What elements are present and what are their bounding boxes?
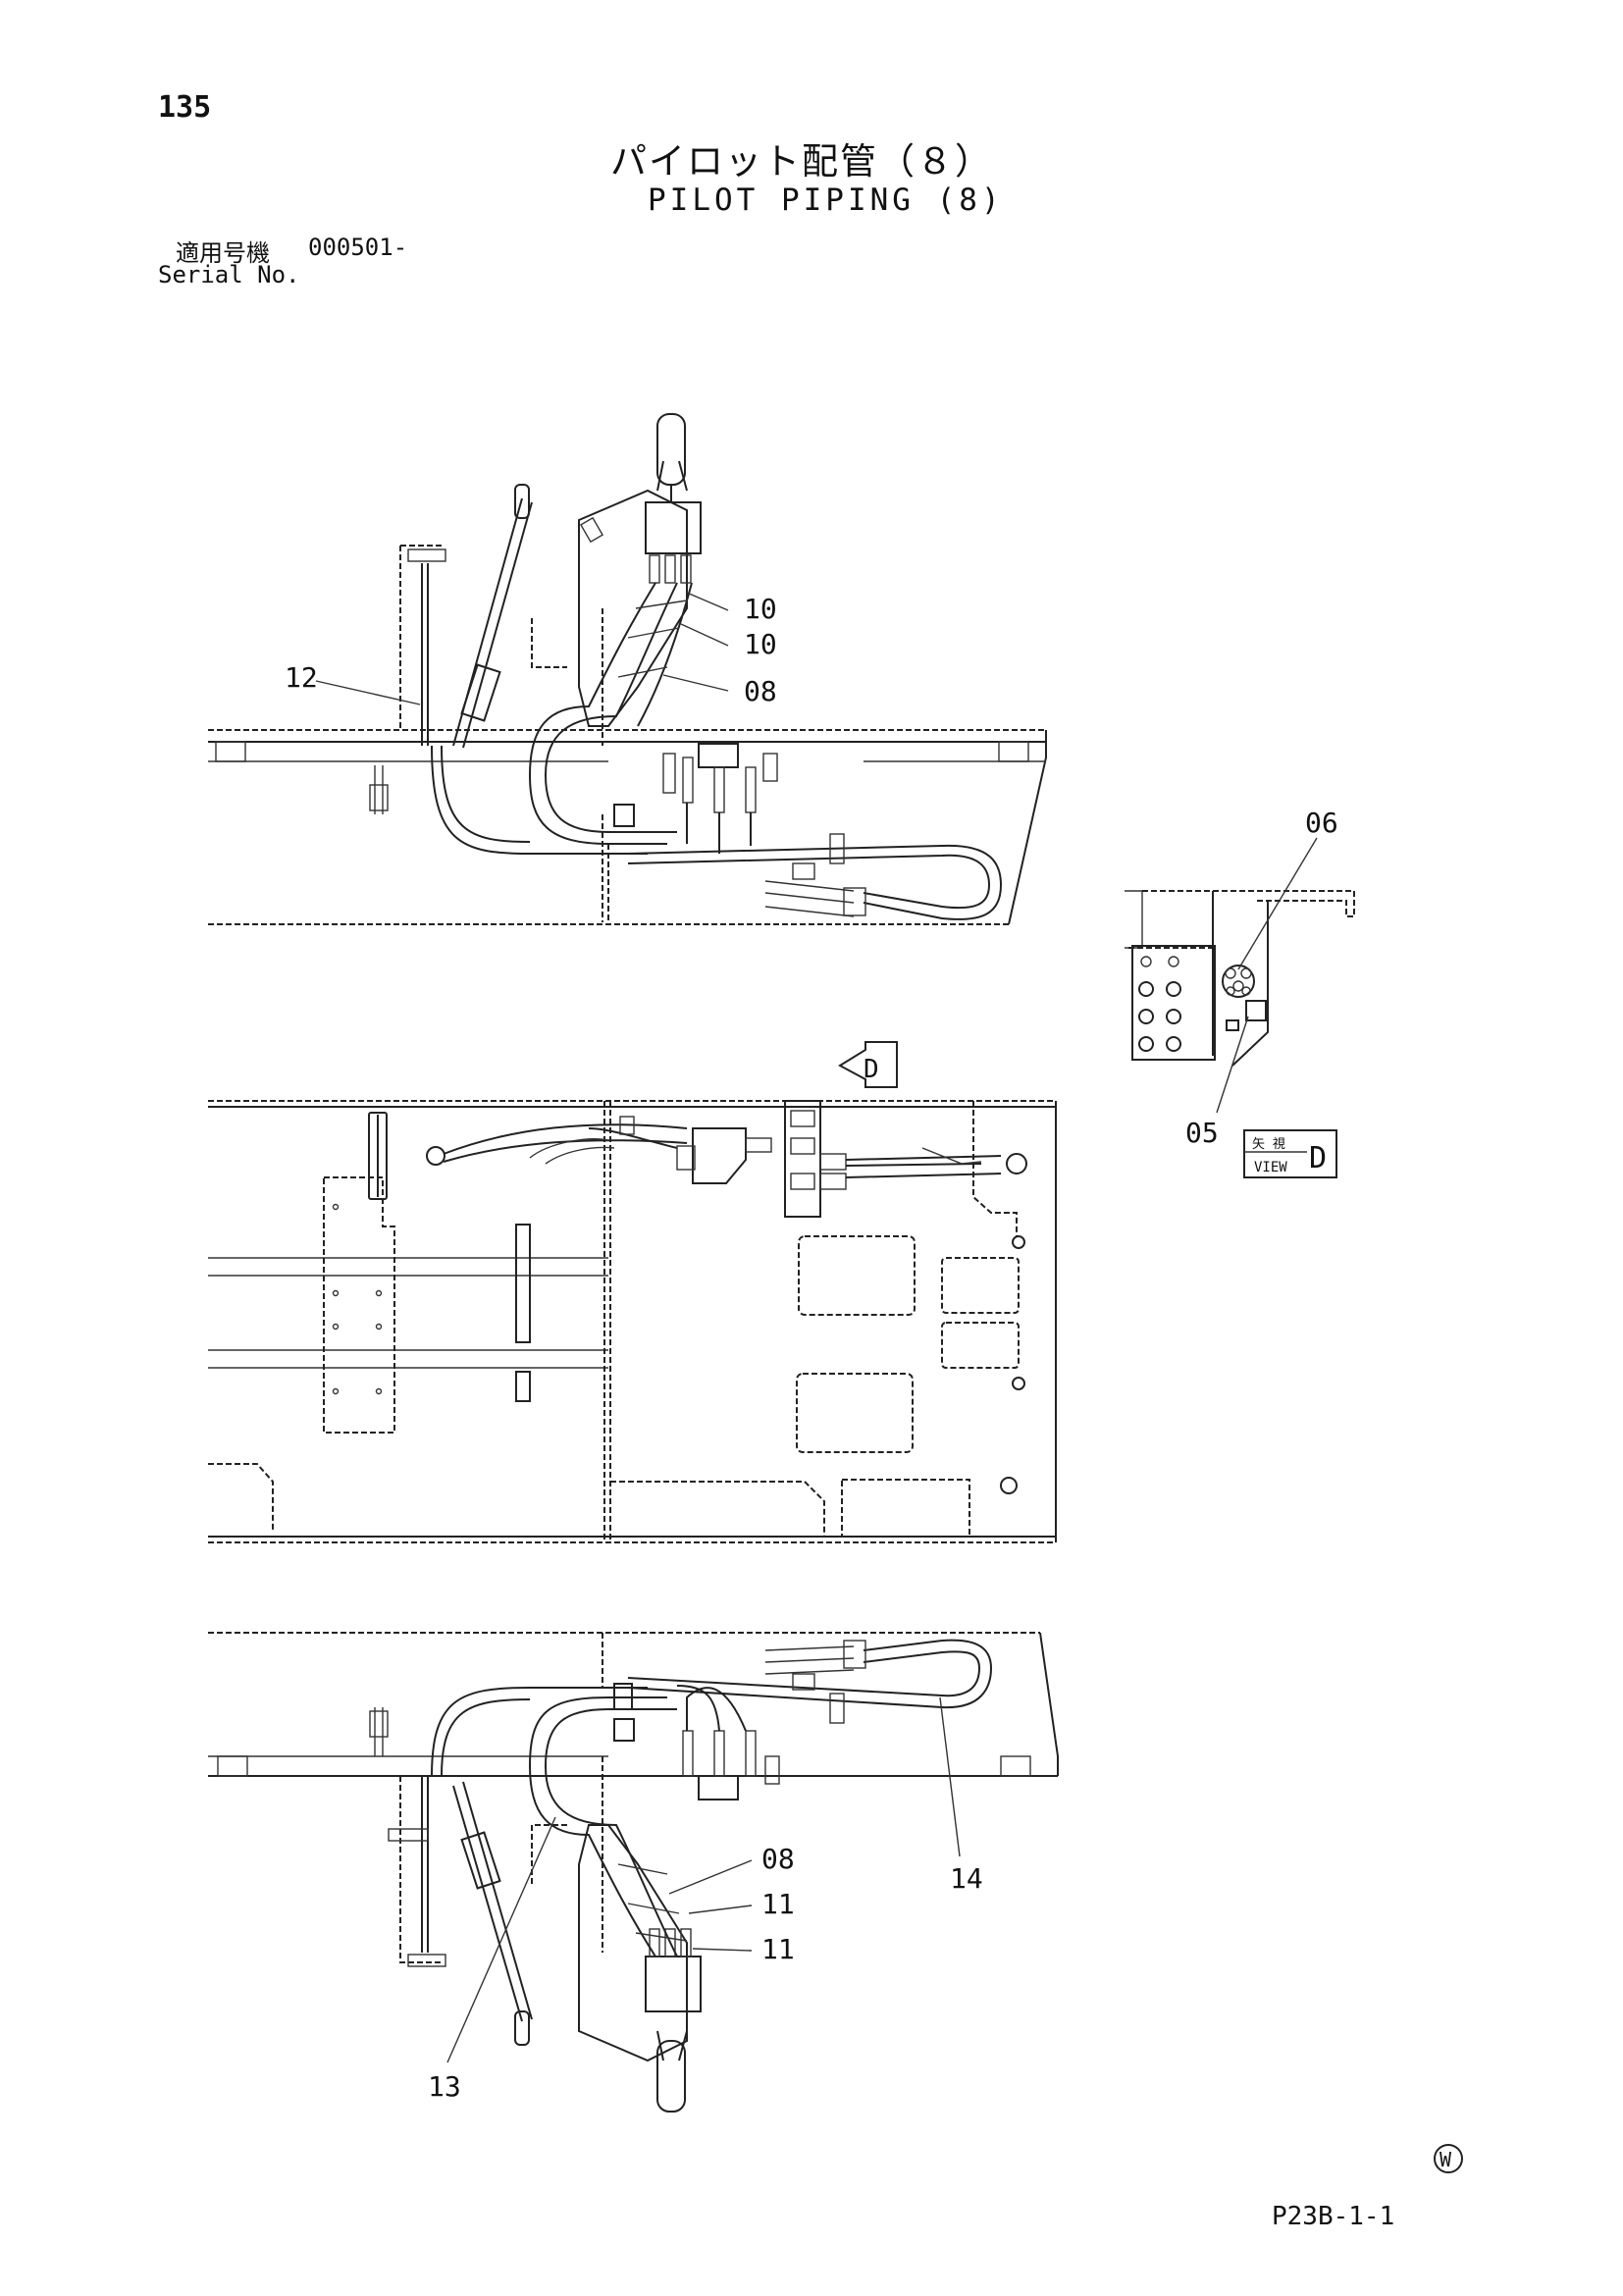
upper-assembly	[208, 413, 1047, 925]
callout-06: 06	[1305, 807, 1338, 839]
title-japanese: パイロット配管（８）	[610, 140, 993, 183]
callout-08-lower: 08	[761, 1843, 795, 1875]
serial-label-japanese: 適用号機	[176, 239, 270, 267]
callout-10-upper-1: 10	[744, 593, 777, 625]
circled-mark-letter: W	[1440, 2148, 1452, 2171]
callout-11-lower-1: 11	[761, 1888, 795, 1920]
detail-view-d: 矢 視 VIEW D	[1125, 890, 1355, 1178]
lower-assembly	[208, 1632, 1059, 2113]
serial-number: 000501-	[308, 234, 408, 261]
callout-05: 05	[1185, 1117, 1219, 1149]
callout-11-lower-2: 11	[761, 1933, 795, 1965]
callout-12: 12	[285, 661, 318, 694]
callout-13: 13	[428, 2070, 461, 2103]
plan-view: D	[208, 1041, 1057, 1543]
circled-mark	[1434, 2144, 1463, 2173]
view-label-japanese: 矢 視	[1252, 1137, 1285, 1152]
callout-leaders	[315, 592, 1318, 2063]
callout-10-upper-2: 10	[744, 628, 777, 660]
callout-14: 14	[950, 1862, 983, 1895]
view-label-english: VIEW	[1254, 1160, 1287, 1175]
callout-08-upper: 08	[744, 675, 777, 707]
page-number: 135	[158, 90, 212, 125]
title-english: PILOT PIPING (8)	[648, 183, 1004, 218]
document-code: P23B-1-1	[1272, 2202, 1395, 2231]
view-label-letter: D	[1309, 1141, 1327, 1175]
view-arrow-letter: D	[864, 1055, 879, 1084]
serial-label-english: Serial No.	[158, 261, 300, 288]
